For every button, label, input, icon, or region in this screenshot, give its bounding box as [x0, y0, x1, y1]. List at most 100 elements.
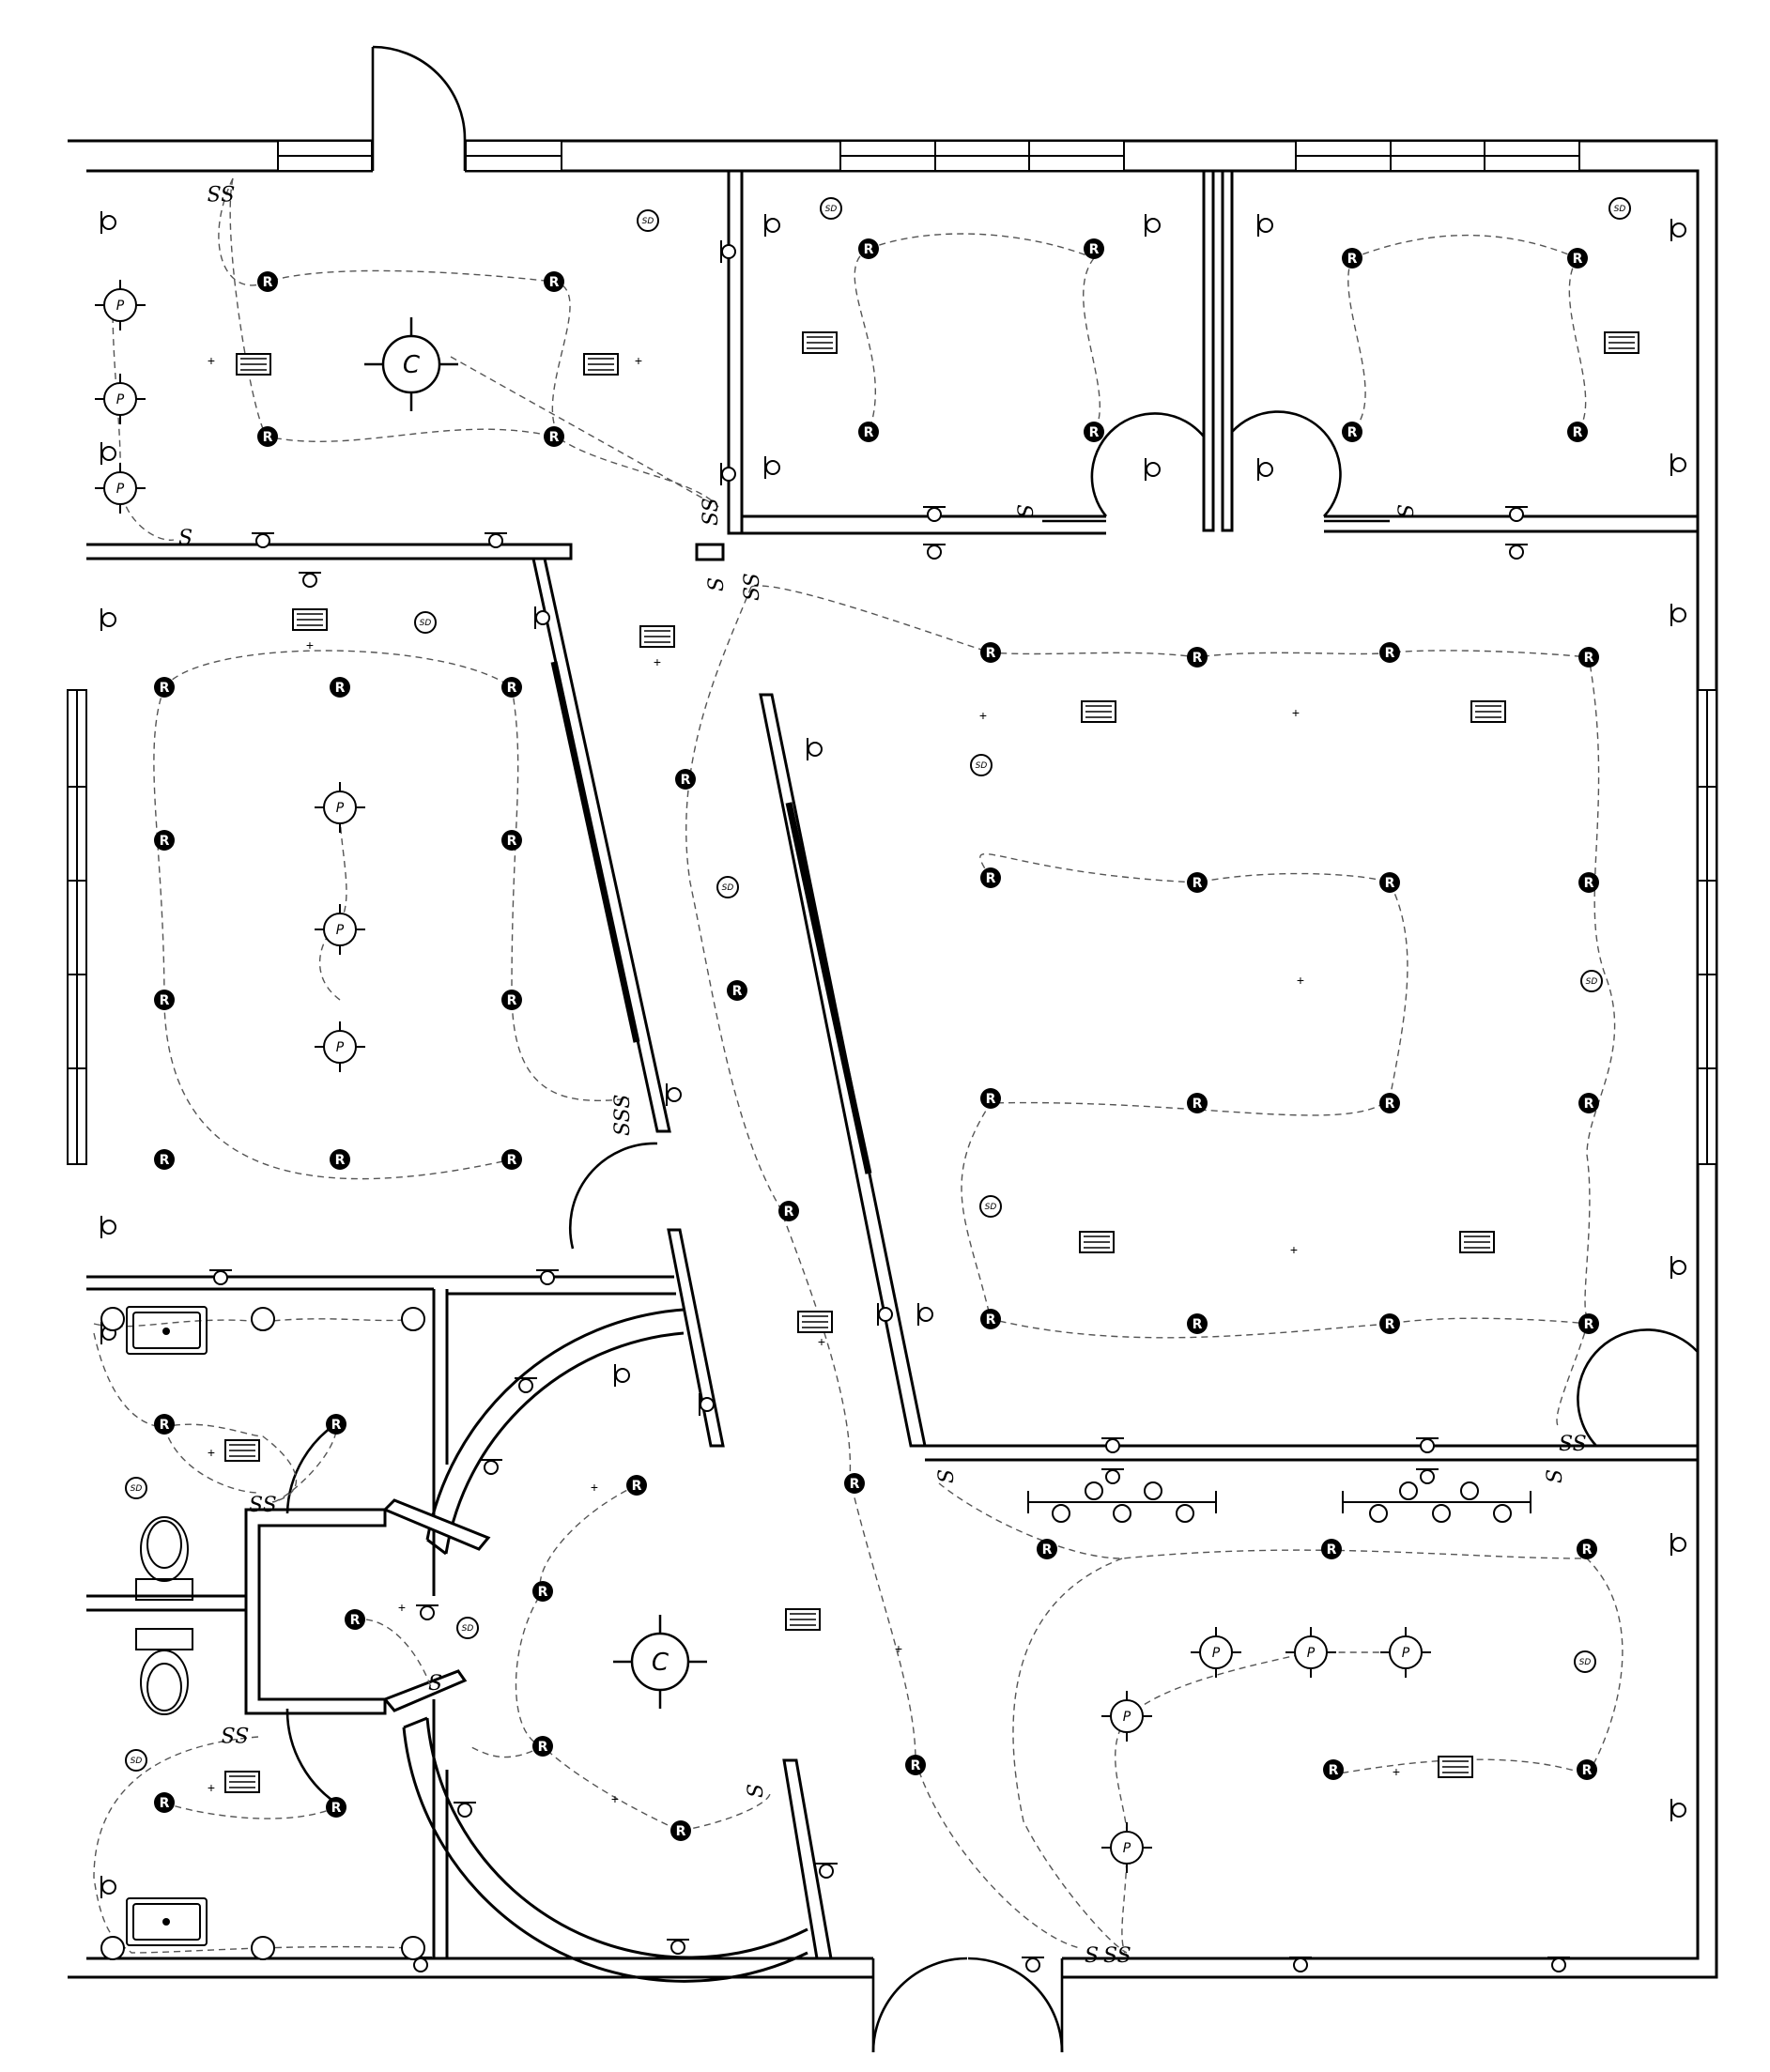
- svg-text:C: C: [652, 1649, 670, 1677]
- svg-text:R: R: [732, 984, 743, 999]
- switch-icon: S: [428, 1672, 442, 1696]
- outlet-icon: [923, 544, 946, 560]
- recessed-light-icon: R: [858, 422, 879, 442]
- junction-mark: +: [208, 353, 215, 368]
- recessed-light-icon: R: [1567, 422, 1588, 442]
- smoke-detector-icon: SD: [414, 611, 437, 634]
- svg-text:R: R: [1584, 1317, 1594, 1332]
- outlet-icon: [1022, 1957, 1044, 1972]
- outlet-icon: [454, 1802, 476, 1818]
- junction-mark: +: [1292, 705, 1300, 720]
- track-bulb-icon: [1113, 1504, 1131, 1523]
- outlet-icon: [1257, 214, 1273, 237]
- junction-mark: +: [306, 637, 314, 652]
- smoke-detector-icon: SD: [456, 1617, 479, 1639]
- plumbing-fixtures: [126, 1306, 208, 1946]
- track-bulb-icon: [1085, 1481, 1103, 1500]
- sink-upper: [126, 1306, 208, 1355]
- outlet-icon: [807, 738, 823, 760]
- switch-icon: SS: [207, 180, 235, 204]
- switch-icon: S: [705, 577, 729, 591]
- svg-text:R: R: [507, 834, 517, 849]
- svg-text:R: R: [160, 1153, 170, 1168]
- outlet-icon: [100, 1216, 116, 1238]
- svg-text:R: R: [335, 1153, 346, 1168]
- outlet-icon: [536, 1269, 559, 1285]
- svg-text:SD: SD: [420, 619, 432, 628]
- smoke-detector-icon: SD: [1608, 197, 1631, 220]
- recessed-light-icon: R: [1187, 872, 1208, 893]
- recessed-light-icon: R: [330, 677, 350, 698]
- outlet-icon: [416, 1604, 439, 1620]
- outlet-icon: [720, 240, 736, 263]
- vent-icon: [797, 1311, 833, 1333]
- recessed-light-icon: R: [1321, 1539, 1342, 1559]
- track-bulb-icon: [1460, 1481, 1479, 1500]
- svg-text:P: P: [1123, 1841, 1131, 1856]
- svg-text:S: S: [428, 1672, 442, 1696]
- svg-text:R: R: [1329, 1763, 1339, 1778]
- outlet-icon: [720, 463, 736, 485]
- recessed-light-icon: R: [778, 1201, 799, 1221]
- svg-text:SD: SD: [131, 1484, 143, 1494]
- vent-icon: [1604, 331, 1639, 354]
- junction-mark: +: [654, 654, 661, 669]
- svg-text:P: P: [116, 482, 125, 497]
- recessed-light-icon: R: [1187, 647, 1208, 668]
- wall-sconce-icon: [100, 1936, 125, 1960]
- recessed-light-icon: R: [1379, 1093, 1400, 1113]
- svg-text:R: R: [1327, 1542, 1337, 1558]
- svg-text:R: R: [1582, 1542, 1593, 1558]
- svg-text:R: R: [507, 681, 517, 696]
- svg-text:SD: SD: [1614, 205, 1626, 214]
- junction-mark: +: [1393, 1764, 1400, 1779]
- outlet-icon: [252, 532, 274, 548]
- svg-text:P: P: [336, 801, 345, 816]
- pendant-light-icon: P: [1101, 1822, 1152, 1873]
- svg-text:R: R: [507, 1153, 517, 1168]
- svg-text:R: R: [1193, 651, 1203, 666]
- toilet-lower: [135, 1628, 193, 1715]
- svg-text:S: S: [745, 1784, 768, 1798]
- recessed-light-icon: R: [1379, 642, 1400, 663]
- smoke-detector-icon: SD: [125, 1477, 147, 1499]
- switch-icon: SS: [221, 1722, 249, 1745]
- recessed-light-icon: R: [1578, 647, 1599, 668]
- svg-text:S: S: [705, 577, 729, 591]
- smoke-detector-icon: SD: [1574, 1650, 1596, 1673]
- junction-mark: +: [398, 1600, 406, 1615]
- recessed-light-icon: R: [1187, 1093, 1208, 1113]
- pendant-light-icon: P: [1380, 1627, 1431, 1678]
- recessed-light-icon: R: [1577, 1539, 1597, 1559]
- vent-icon: [1081, 700, 1116, 723]
- svg-text:R: R: [1573, 425, 1583, 440]
- recessed-light-icon: R: [1187, 1313, 1208, 1334]
- switch-icon: S: [745, 1784, 768, 1798]
- svg-text:R: R: [1193, 876, 1203, 891]
- svg-text:R: R: [1089, 425, 1100, 440]
- outlet-icon: [1670, 604, 1686, 626]
- svg-text:R: R: [986, 871, 996, 886]
- smoke-detector-icon: SD: [125, 1749, 147, 1772]
- svg-text:SD: SD: [1579, 1658, 1592, 1667]
- svg-text:R: R: [864, 242, 874, 257]
- pendant-light-icon: P: [315, 782, 365, 833]
- wall-sconce-icon: [251, 1936, 275, 1960]
- svg-text:S: S: [1395, 504, 1419, 518]
- svg-text:R: R: [1573, 252, 1583, 267]
- recessed-light-icon: R: [544, 426, 564, 447]
- svg-text:R: R: [1089, 242, 1100, 257]
- vent-symbols: [224, 331, 1639, 1793]
- recessed-light-icon: R: [626, 1475, 647, 1496]
- outlet-icon: [666, 1083, 682, 1106]
- svg-text:S: S: [178, 527, 192, 550]
- outlet-icon: [923, 506, 946, 522]
- recessed-light-icon: R: [1037, 1539, 1057, 1559]
- vent-icon: [583, 353, 619, 376]
- outlet-icon: [1670, 1256, 1686, 1279]
- smoke-detector-icon: SD: [637, 209, 659, 232]
- recessed-light-icon: R: [501, 830, 522, 851]
- outlet-icon: [1416, 1468, 1439, 1484]
- junction-mark: +: [611, 1791, 619, 1806]
